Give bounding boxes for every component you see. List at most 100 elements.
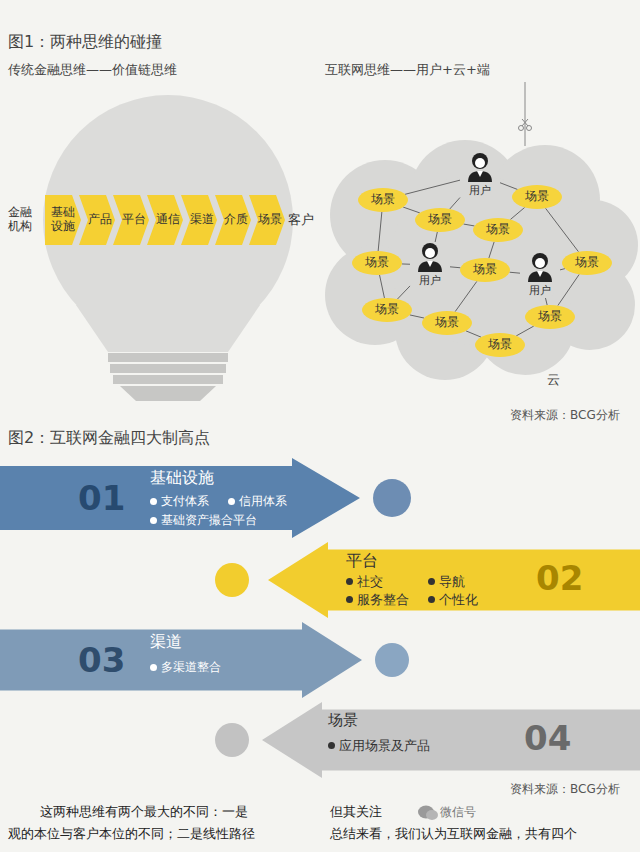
bullet-text: 基础资产撮合平台 [161, 513, 257, 527]
bullet-item: 基础资产撮合平台 [150, 513, 257, 527]
bullet-item: 信用体系 [228, 494, 287, 508]
scene-ellipse: 场景 [460, 258, 510, 282]
arrow-heading: 渠道 [150, 632, 182, 651]
bullet-text: 信用体系 [239, 494, 287, 508]
body-text: 观的本位与客户本位的不同；二是线性路径 [8, 826, 255, 842]
high-ground-arrow: 01 基础设施支付体系 信用体系基础资产撮合平台 [0, 458, 360, 538]
network-link [397, 286, 410, 299]
deco-circle [215, 563, 249, 597]
user-icon: 用户 [410, 242, 450, 288]
arrow-number: 02 [536, 558, 583, 599]
value-chain-step: 基础设施 [45, 195, 81, 245]
network-link [546, 208, 579, 251]
network-link [403, 207, 420, 213]
bullet-dot [428, 578, 435, 585]
body-text: 但其关注 [330, 804, 382, 820]
bullet-item: 支付体系 [150, 494, 209, 508]
node-text: 平台 [122, 213, 146, 227]
network-link [450, 198, 460, 209]
deco-circle [375, 643, 409, 677]
high-ground-arrow: 平台社交导航服务整合个性化02 [268, 542, 640, 618]
high-ground-arrow: 场景应用场景及产品 04 [262, 702, 640, 778]
arrow-heading: 基础设施 [150, 468, 214, 487]
node-text: 渠道 [190, 213, 214, 227]
node-text: 基础设施 [51, 206, 75, 234]
network-link [464, 224, 475, 226]
deco-circle [373, 479, 411, 517]
node-text: 产品 [88, 213, 112, 227]
network-link [450, 266, 460, 268]
node-text: 场景 [365, 256, 389, 270]
hanging-thread [525, 82, 526, 146]
subtitle: 传统金融思维——价值链思维 [8, 62, 177, 78]
network-link [466, 331, 481, 337]
node-text: 场景 [538, 310, 562, 324]
bullet-dot [150, 664, 157, 671]
scene-ellipse: 场景 [352, 251, 402, 275]
scene-ellipse: 场景 [475, 333, 525, 357]
network-link [410, 315, 424, 318]
bullet-item: 应用场景及产品 [328, 738, 430, 754]
arrow-number: 04 [524, 718, 571, 759]
thread-scissors [519, 119, 532, 131]
arrow-number: 04 [524, 718, 571, 759]
deco-circle [215, 723, 249, 757]
arrow-heading: 场景 [328, 711, 358, 729]
value-chain-step: 介质 [215, 195, 251, 245]
arrow-heading: 平台 [346, 551, 378, 570]
figure-title: 图2：互联网金融四大制高点 [8, 428, 210, 448]
bullet-item: 个性化 [428, 592, 478, 608]
network-link [500, 183, 518, 190]
bullet-text: 个性化 [439, 592, 478, 608]
network-link [560, 269, 565, 270]
bullet-item: 导航 [428, 574, 465, 590]
scene-ellipse: 场景 [473, 218, 523, 242]
bullet-dot [428, 596, 435, 603]
arrow-number: 03 [78, 640, 125, 681]
scene-ellipse: 场景 [525, 305, 575, 329]
chain-end-label: 客户 [288, 212, 314, 228]
value-chain-step: 通信 [147, 195, 183, 245]
bullet-dot [150, 517, 157, 524]
scene-ellipse: 场景 [562, 251, 612, 275]
node-text: 通信 [156, 213, 180, 227]
node-text: 场景 [575, 256, 599, 270]
network-link [380, 275, 385, 298]
user-label: 用户 [529, 284, 551, 298]
high-ground-arrow-shape [262, 702, 640, 778]
bullet-item: 社交 [346, 574, 383, 590]
network-link [510, 207, 524, 219]
node-text: 场景 [428, 213, 452, 227]
bullet-item: 多渠道整合 [150, 660, 221, 674]
node-text: 场景 [473, 263, 497, 277]
source-note: 资料来源：BCG分析 [510, 408, 620, 423]
network-link [455, 281, 477, 311]
figure-title: 图1：两种思维的碰撞 [8, 32, 162, 52]
light-bulb [43, 95, 293, 401]
arrow-number: 01 [78, 478, 125, 519]
arrow-heading: 场景 [328, 711, 358, 729]
node-text: 介质 [224, 213, 248, 227]
chain-start-label: 金融机构 [8, 205, 34, 234]
arrow-heading: 平台 [346, 551, 378, 570]
network-link [435, 232, 437, 242]
arrow-number: 03 [78, 640, 125, 681]
bullet-text: 导航 [439, 574, 465, 590]
arrow-heading: 渠道 [150, 632, 182, 651]
bullet-dot [228, 498, 235, 505]
scene-ellipse: 场景 [362, 298, 412, 322]
watermark: 微信号 [440, 805, 476, 820]
region-label: 云 [547, 372, 560, 388]
node-text: 场景 [486, 223, 510, 237]
node-text: 场景 [375, 303, 399, 317]
user-icon: 用户 [520, 252, 560, 298]
body-text: 这两种思维有两个最大的不同：一是 [40, 804, 248, 820]
scene-ellipse: 场景 [415, 208, 465, 232]
network-link [378, 212, 382, 251]
scene-ellipse: 场景 [358, 188, 408, 212]
cloud-region: 云用户场景场景场景场景场景用户场景场景用户场景场景场景场景 [325, 145, 635, 370]
network-link [489, 242, 494, 258]
network-link [405, 180, 460, 194]
user-label: 用户 [419, 274, 441, 288]
bullet-text: 社交 [357, 574, 383, 590]
